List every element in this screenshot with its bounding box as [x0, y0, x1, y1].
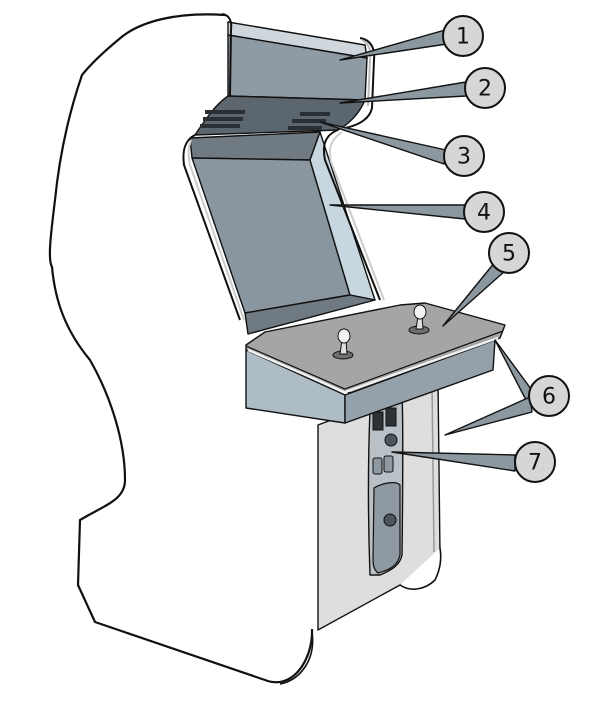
speaker-panel	[194, 95, 366, 136]
callout-5: 5	[488, 232, 530, 274]
svg-text:7: 7	[528, 451, 542, 476]
svg-text:5: 5	[502, 242, 516, 267]
speaker-grille-right	[288, 112, 330, 130]
svg-text:4: 4	[477, 201, 491, 226]
monitor-bezel	[182, 129, 385, 335]
leader-6b	[444, 396, 533, 436]
coin-door-lock-lower	[383, 513, 397, 527]
svg-text:1: 1	[456, 25, 470, 50]
coin-door	[367, 399, 404, 576]
callout-7: 7	[514, 441, 556, 483]
coin-door-lock-upper	[384, 433, 398, 447]
control-panel	[245, 302, 506, 424]
coin-slots	[372, 407, 397, 431]
speaker-grille-left	[200, 110, 245, 128]
callout-1: 1	[442, 15, 484, 57]
leader-6a	[494, 339, 532, 403]
marquee	[219, 13, 376, 129]
callout-4: 4	[463, 191, 505, 233]
callout-2: 2	[464, 67, 506, 109]
svg-text:6: 6	[542, 385, 556, 410]
side-panel	[48, 13, 314, 684]
joystick-player2	[408, 304, 430, 335]
callout-6: 6	[528, 375, 570, 417]
callout-3: 3	[443, 135, 485, 177]
joystick-player1	[332, 328, 354, 360]
svg-text:3: 3	[457, 145, 471, 170]
lower-front-panel	[279, 379, 442, 685]
svg-text:2: 2	[478, 77, 492, 102]
leader-3	[319, 121, 447, 165]
